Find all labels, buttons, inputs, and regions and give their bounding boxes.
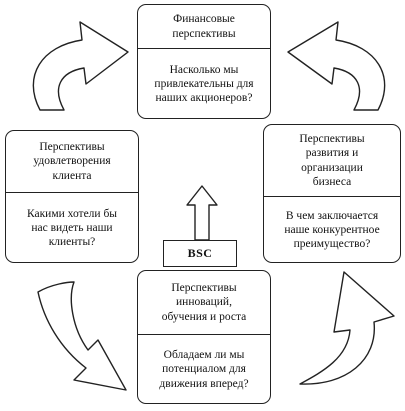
curved-arrow-top-left-icon (32, 21, 129, 111)
learning-title: Перспективы инноваций, обучения и роста (138, 271, 270, 335)
internal-perspective-box: Перспективы развития и организации бизне… (263, 124, 401, 263)
finance-perspective-box: Финансовые перспективы Насколько мы прив… (137, 4, 271, 119)
up-arrow-icon (186, 185, 218, 241)
curved-arrow-bottom-right-icon (299, 271, 395, 385)
customer-title: Перспективы удовлетворения клиента (6, 131, 138, 193)
learning-question: Обладаем ли мы потенциалом для движения … (138, 334, 270, 403)
curved-arrow-bottom-left-icon (37, 281, 127, 391)
bsc-label: BSC (163, 240, 237, 267)
finance-title: Финансовые перспективы (138, 5, 270, 49)
finance-question: Насколько мы привлекательны для наших ак… (138, 48, 270, 118)
learning-perspective-box: Перспективы инноваций, обучения и роста … (137, 270, 271, 404)
customer-perspective-box: Перспективы удовлетворения клиента Каким… (5, 130, 139, 263)
internal-title: Перспективы развития и организации бизне… (264, 125, 400, 197)
customer-question: Какими хотели бы нас видеть наши клиенты… (6, 192, 138, 262)
curved-arrow-top-right-icon (287, 21, 386, 111)
internal-question: В чем заключается наше конкурентное преи… (264, 196, 400, 262)
